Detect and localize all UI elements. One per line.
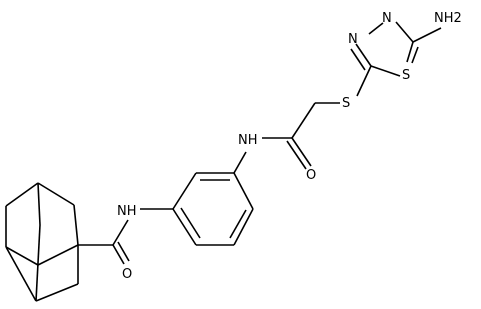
bond [350, 48, 366, 71]
bond [286, 140, 307, 170]
bond [356, 65, 372, 97]
benzene-ring [172, 172, 254, 246]
bond [233, 208, 254, 246]
bond [112, 244, 125, 265]
bond [412, 27, 442, 43]
bond [37, 182, 41, 226]
bond [117, 241, 130, 262]
bond [370, 65, 401, 77]
bond [35, 224, 41, 302]
bond [73, 204, 79, 246]
bond [35, 283, 79, 302]
bond [406, 41, 414, 63]
thioether-s-label: S [342, 96, 350, 111]
amide-nh-right-label: NH [238, 133, 258, 148]
ring-s-label: S [402, 68, 410, 83]
atom-labels: NH O NH O S N N S NH2 [117, 11, 462, 282]
bond [395, 21, 414, 43]
bond [233, 172, 254, 210]
amide-nh-left-label: NH [117, 204, 137, 219]
bond [112, 219, 129, 246]
left-amide-bonds [78, 208, 173, 265]
bond [233, 151, 247, 174]
bond [291, 137, 312, 167]
bond [368, 22, 384, 35]
bond [37, 182, 75, 206]
bond [411, 46, 419, 64]
adamantane-cage [5, 182, 79, 302]
amine-nh2-label: NH2 [434, 11, 462, 26]
bond [37, 244, 79, 266]
bond [229, 209, 247, 239]
ring-n-left-label: N [348, 32, 358, 47]
thiadiazole-ring [350, 21, 442, 97]
bond [5, 182, 39, 207]
bond [180, 207, 201, 239]
ring-n-top-label: N [382, 11, 392, 26]
bond [172, 172, 197, 210]
bond [5, 246, 39, 266]
bond [355, 43, 372, 67]
bond [172, 208, 197, 246]
amide-o-right-label: O [306, 168, 316, 183]
bond [5, 246, 37, 302]
bond [291, 102, 316, 139]
right-amide-bonds [233, 102, 340, 174]
amide-o-left-label: O [122, 267, 132, 282]
